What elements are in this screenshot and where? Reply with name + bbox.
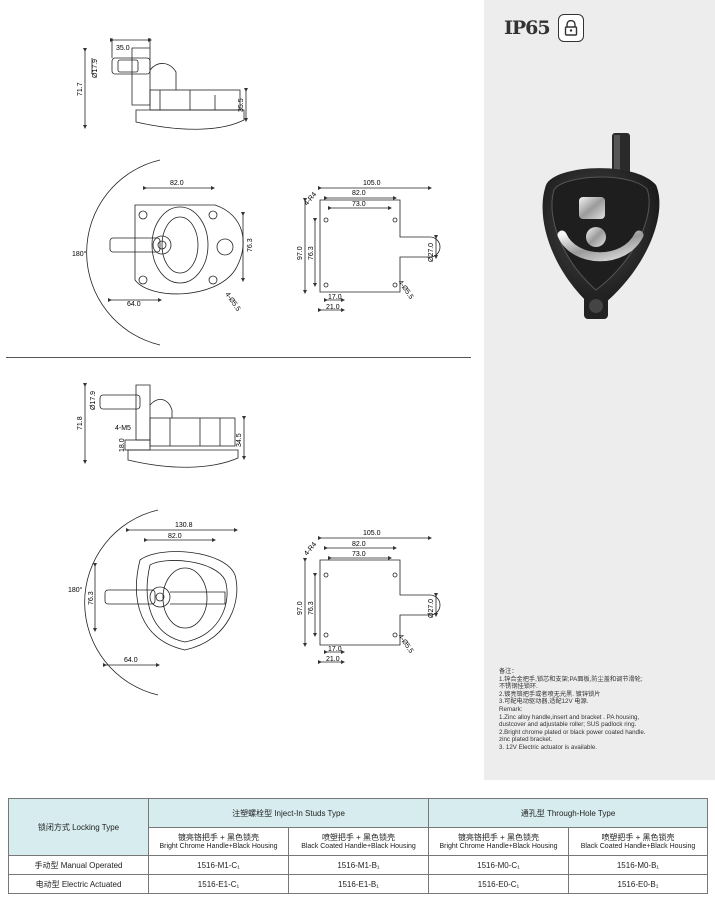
table-row: 手动型 Manual Operated 1516-M1-C₁ 1516-M1-B… <box>8 855 708 875</box>
dim-bfront-overall: 130.8 <box>175 522 193 529</box>
sub-header-cn: 镀亮铬把手 + 黑色锁壳 <box>457 832 540 842</box>
row-label: 电动型 Electric Actuated <box>8 874 149 894</box>
dim-front-height: 76.3 <box>247 238 254 252</box>
dim-cut-w1: 105.0 <box>363 180 381 187</box>
dim-bfront-height: 76.3 <box>88 591 95 605</box>
group-header-studs: 注塑螺栓型 Inject-In Studs Type <box>148 798 429 828</box>
model-cell: 1516-E1-B₁ <box>288 874 429 894</box>
dim-front-width: 82.0 <box>170 180 184 187</box>
model-cell: 1516-E1-C₁ <box>148 874 289 894</box>
row-label: 手动型 Manual Operated <box>8 855 149 875</box>
product-photo <box>542 133 660 319</box>
dim-cut-h2: 76.3 <box>308 246 315 260</box>
bottom-side-view <box>83 383 246 468</box>
dim-bfront-offset: 64.0 <box>124 657 138 664</box>
model-cell: 1516-E0-B₁ <box>568 874 708 894</box>
note-line: 1.锌合金把手,锁芯和支架;PA面板,防尘盖和调节滑轮; <box>499 675 643 683</box>
dim-front-angle: 180° <box>72 250 87 258</box>
dim-cut-w2: 82.0 <box>352 190 366 197</box>
table-row: 电动型 Electric Actuated 1516-E1-C₁ 1516-E1… <box>8 874 708 894</box>
remarks-block: 备注： 1.锌合金把手,锁芯和支架;PA面板,防尘盖和调节滑轮; 不锈钢挂锁环.… <box>499 668 709 752</box>
top-cutout-view <box>303 186 441 312</box>
dim-bside-height: 71.8 <box>77 416 84 430</box>
dim-top-shaft: Ø17.9 <box>92 59 99 78</box>
sub-header-cn: 喷塑把手 + 黑色锁壳 <box>601 832 675 842</box>
sub-header-en: Bright Chrome Handle+Black Housing <box>439 842 558 850</box>
note-line: 备注： <box>499 668 518 675</box>
dim-bcut-b2: 21.0 <box>326 656 340 663</box>
dim-bfront-width: 82.0 <box>168 533 182 540</box>
dim-bcut-h2: 76.3 <box>308 601 315 615</box>
note-line: 1.Zinc alloy handle,insert and bracket .… <box>499 713 640 721</box>
note-line: Remark: <box>499 705 523 713</box>
note-line: 3.可配电动驱动器,适配12V 电源. <box>499 698 589 706</box>
dim-cut-slot: Ø27.0 <box>428 243 435 262</box>
dim-bcut-hole: 4-Ø5.5 <box>396 633 414 655</box>
model-cell: 1516-M0-B₁ <box>568 855 708 875</box>
dim-cut-w3: 73.0 <box>352 201 366 208</box>
product-side-panel: IP65 备注： 1.锌合金把手,锁芯和支架;PA面板,防尘盖和调节滑轮; 不锈… <box>484 0 715 780</box>
dim-bcut-w1: 105.0 <box>363 530 381 537</box>
rating-badges: IP65 <box>504 14 584 42</box>
top-side-view <box>83 38 248 130</box>
model-cell: 1516-E0-C₁ <box>428 874 569 894</box>
dim-cut-b1: 17.0 <box>328 294 342 301</box>
dim-bfront-angle: 180° <box>68 586 83 594</box>
dim-bcut-w2: 82.0 <box>352 541 366 548</box>
note-line: 3. 12V Electric actuator is available. <box>499 743 598 751</box>
bottom-front-view <box>84 509 238 696</box>
dim-top-depth: 35.5 <box>238 98 245 112</box>
dim-top-height: 71.7 <box>77 82 84 96</box>
dim-bcut-h1: 97.0 <box>297 601 304 615</box>
locking-type-header: 锁闭方式 Locking Type <box>8 798 149 856</box>
drawings-svg: 35.0 Ø17.9 71.7 35.5 82.0 76.3 64.0 1 <box>72 38 441 346</box>
group-header-through-hole: 通孔型 Through-Hole Type <box>428 798 708 828</box>
dim-cut-h1: 97.0 <box>297 246 304 260</box>
dim-front-offset: 64.0 <box>127 301 141 308</box>
ip-rating-badge: IP65 <box>504 17 551 39</box>
dim-bside-depth: 34.5 <box>236 433 243 447</box>
note-line: 2.Bright chrome plated or black power co… <box>499 728 646 736</box>
dim-bcut-b1: 17.0 <box>328 646 342 653</box>
dim-cut-b2: 21.0 <box>326 304 340 311</box>
dim-top-length: 35.0 <box>116 45 130 52</box>
sub-header-en: Black Coated Handle+Black Housing <box>580 842 696 850</box>
padlock-icon <box>557 14 584 42</box>
dim-bside-stud: 4-M5 <box>115 425 131 432</box>
model-cell: 1516-M1-B₁ <box>288 855 429 875</box>
dim-bside-base: 18.0 <box>119 438 126 452</box>
model-cell: 1516-M1-C₁ <box>148 855 289 875</box>
dim-bside-shaft: Ø17.9 <box>90 391 97 410</box>
sub-header-en: Black Coated Handle+Black Housing <box>301 842 416 850</box>
dim-bcut-w3: 73.0 <box>352 551 366 558</box>
dim-bcut-slot: Ø27.0 <box>428 599 435 618</box>
dim-bcut-radius: 4-R4 <box>303 541 318 557</box>
note-line: zinc plated bracket. <box>499 736 553 744</box>
model-cell: 1516-M0-C₁ <box>428 855 569 875</box>
top-front-view <box>86 159 245 346</box>
drawings-svg-bottom: Ø17.9 71.8 34.5 4-M5 18.0 130.8 82.0 <box>68 383 441 696</box>
note-line: 2.镀亮铬把手或者喷无光黑. 镀锌锁片 <box>499 690 601 698</box>
note-line: 不锈钢挂锁环. <box>499 683 538 691</box>
section-divider <box>6 357 471 358</box>
sub-header-cn: 镀亮铬把手 + 黑色锁壳 <box>177 832 260 842</box>
note-line: dustcover and adjustable roller; SUS pad… <box>499 721 637 729</box>
sub-header-en: Bright Chrome Handle+Black Housing <box>159 842 278 850</box>
bottom-cutout-view <box>303 536 441 664</box>
model-table: 锁闭方式 Locking Type 注塑螺栓型 Inject-In Studs … <box>8 798 708 894</box>
sub-header-cn: 喷塑把手 + 黑色锁壳 <box>321 832 396 842</box>
technical-drawings: 35.0 Ø17.9 71.7 35.5 82.0 76.3 64.0 1 <box>6 38 471 696</box>
